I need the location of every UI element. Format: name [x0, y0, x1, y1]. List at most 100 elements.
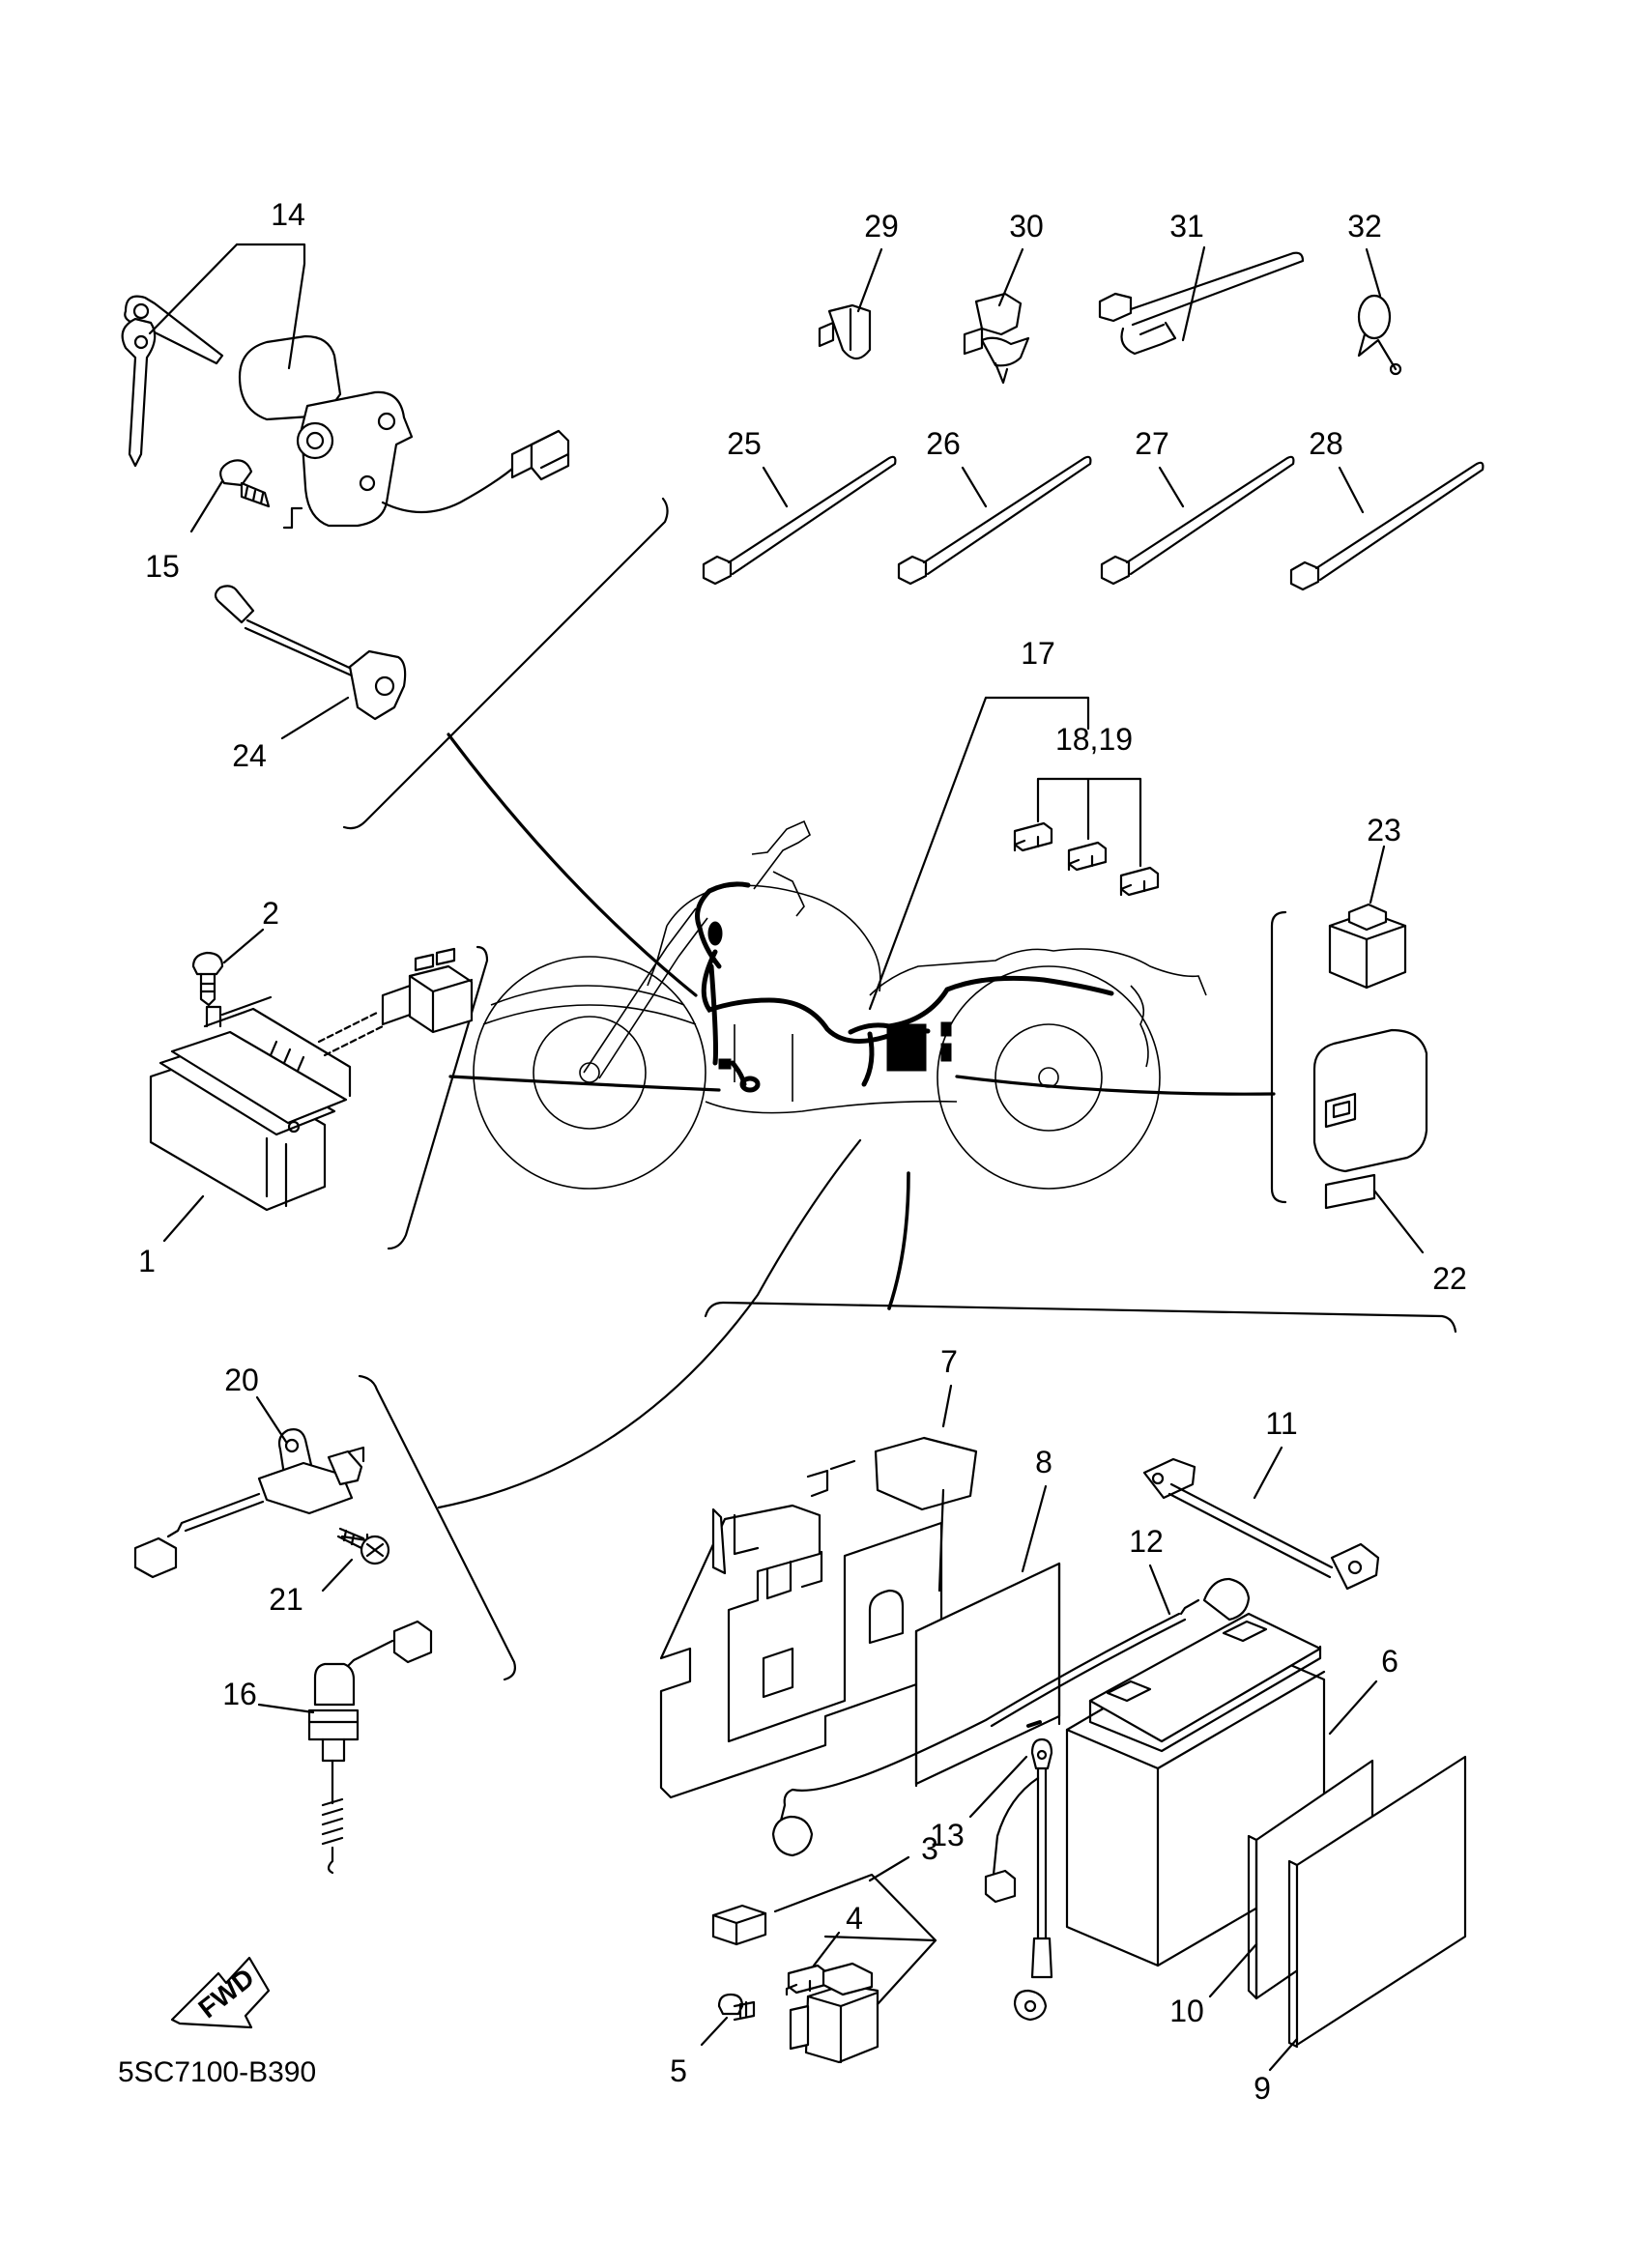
callout-27: 27 — [1135, 426, 1169, 461]
battery-band-11-drawing — [1142, 1457, 1380, 1591]
leader-27 — [1158, 466, 1185, 508]
group-bracket-battery — [704, 1301, 1457, 1334]
fuse-group: 17 18,19 — [868, 636, 1160, 1011]
band-27-drawing — [1100, 455, 1295, 586]
leader-22 — [1372, 1189, 1425, 1254]
callout-18-19: 18,19 — [1055, 722, 1133, 757]
clamp-30-drawing — [963, 292, 1030, 385]
fuse-drawing-a — [1013, 821, 1053, 852]
leader-29 — [856, 247, 883, 313]
leader-11 — [1253, 1446, 1283, 1500]
leader-14 — [148, 243, 306, 370]
leader-6 — [1328, 1679, 1378, 1736]
leader-to-main-switch — [447, 732, 698, 997]
leader-3 — [868, 1855, 910, 1882]
band-28-drawing — [1289, 461, 1484, 591]
callout-25: 25 — [727, 426, 762, 461]
group-bracket-rectifier — [387, 945, 489, 1250]
sensor-group: 20 21 16 — [133, 1363, 516, 1875]
leader-4 — [812, 1931, 841, 1967]
leader-21 — [321, 1558, 354, 1593]
clamp-29-drawing — [818, 303, 872, 360]
callout-15: 15 — [145, 549, 180, 584]
callout-1: 1 — [138, 1244, 156, 1278]
leader-5 — [700, 2016, 729, 2047]
bolt-2-drawing — [191, 951, 224, 1007]
leader-to-sensors — [437, 1138, 862, 1509]
starter-relay-3-drawing — [711, 1904, 879, 2064]
leader-2 — [222, 928, 265, 964]
band-25-drawing — [702, 455, 897, 586]
leader-9 — [1268, 2037, 1299, 2072]
leader-10 — [1208, 1942, 1258, 1998]
callout-16: 16 — [222, 1677, 257, 1711]
leader-26 — [961, 466, 988, 508]
ignition-key-drawing — [121, 295, 224, 468]
relay-22-drawing — [1312, 1028, 1428, 1210]
fuse-drawing-b — [1067, 841, 1108, 872]
leader-to-rectifier — [448, 1075, 721, 1092]
cable-tie-31-drawing — [1098, 251, 1305, 356]
callout-5: 5 — [670, 2053, 687, 2088]
group-bracket-relays — [1270, 910, 1287, 1204]
leader-23 — [1369, 845, 1386, 904]
callout-21: 21 — [269, 1582, 303, 1617]
callout-6: 6 — [1381, 1644, 1398, 1679]
leader-1 — [162, 1194, 205, 1243]
callout-31: 31 — [1169, 209, 1204, 244]
group-bracket-main-switch — [342, 497, 669, 830]
callout-13: 13 — [930, 1818, 965, 1852]
cable-12-drawing — [771, 1577, 1251, 1857]
switch-screw-drawing — [219, 459, 271, 508]
callout-20: 20 — [224, 1363, 259, 1397]
callout-12: 12 — [1129, 1524, 1164, 1559]
leader-28 — [1338, 466, 1365, 514]
relay-group: 23 22 — [1270, 813, 1467, 1296]
callout-29: 29 — [864, 209, 899, 244]
screw-21-drawing — [336, 1527, 390, 1565]
leader-30 — [997, 247, 1024, 307]
fwd-arrow-icon: FWD — [170, 1956, 271, 2029]
sensor-24-drawing — [214, 585, 407, 721]
leader-16 — [257, 1703, 315, 1714]
wire-clip-32-drawing — [1357, 294, 1402, 376]
relay-23-drawing — [1328, 903, 1407, 990]
plate-8-drawing — [914, 1562, 1061, 1788]
leader-12 — [1148, 1564, 1171, 1616]
callout-22: 22 — [1432, 1261, 1467, 1296]
callout-10: 10 — [1169, 1994, 1204, 2028]
callout-9: 9 — [1254, 2071, 1271, 2106]
leader-to-relays — [955, 1075, 1276, 1096]
fuse-drawing-c — [1119, 866, 1160, 897]
cable-13-drawing — [984, 1737, 1053, 2022]
leader-24 — [280, 696, 350, 740]
callout-11: 11 — [1265, 1406, 1297, 1441]
leader-13 — [968, 1755, 1028, 1819]
leader-7 — [941, 1384, 953, 1428]
callout-24: 24 — [232, 738, 267, 773]
callout-30: 30 — [1009, 209, 1044, 244]
battery-box-7-drawing — [659, 1436, 978, 1799]
callout-17: 17 — [1021, 636, 1055, 671]
main-switch-drawing — [238, 334, 570, 528]
rectifier-group: 2 1 — [138, 896, 489, 1278]
callout-26: 26 — [926, 426, 961, 461]
callout-4: 4 — [846, 1901, 863, 1936]
leader-8 — [1021, 1484, 1048, 1573]
rectifier-regulator-drawing — [149, 947, 474, 1212]
sensor-20-drawing — [133, 1428, 365, 1579]
callout-14: 14 — [271, 197, 305, 232]
callout-23: 23 — [1367, 813, 1401, 847]
leader-to-battery — [887, 1171, 910, 1310]
battery-group: 7 8 11 12 — [659, 1301, 1467, 2106]
sensor-16-drawing — [307, 1620, 433, 1875]
wire-harness — [695, 881, 1114, 1093]
group-bracket-sensors — [358, 1374, 516, 1681]
callout-8: 8 — [1035, 1445, 1052, 1479]
band-26-drawing — [897, 455, 1092, 586]
leader-32 — [1365, 247, 1382, 298]
diagram-code: 5SC7100-B390 — [118, 2056, 316, 2088]
callout-28: 28 — [1309, 426, 1343, 461]
callout-7: 7 — [940, 1344, 958, 1379]
callout-32: 32 — [1347, 209, 1382, 244]
